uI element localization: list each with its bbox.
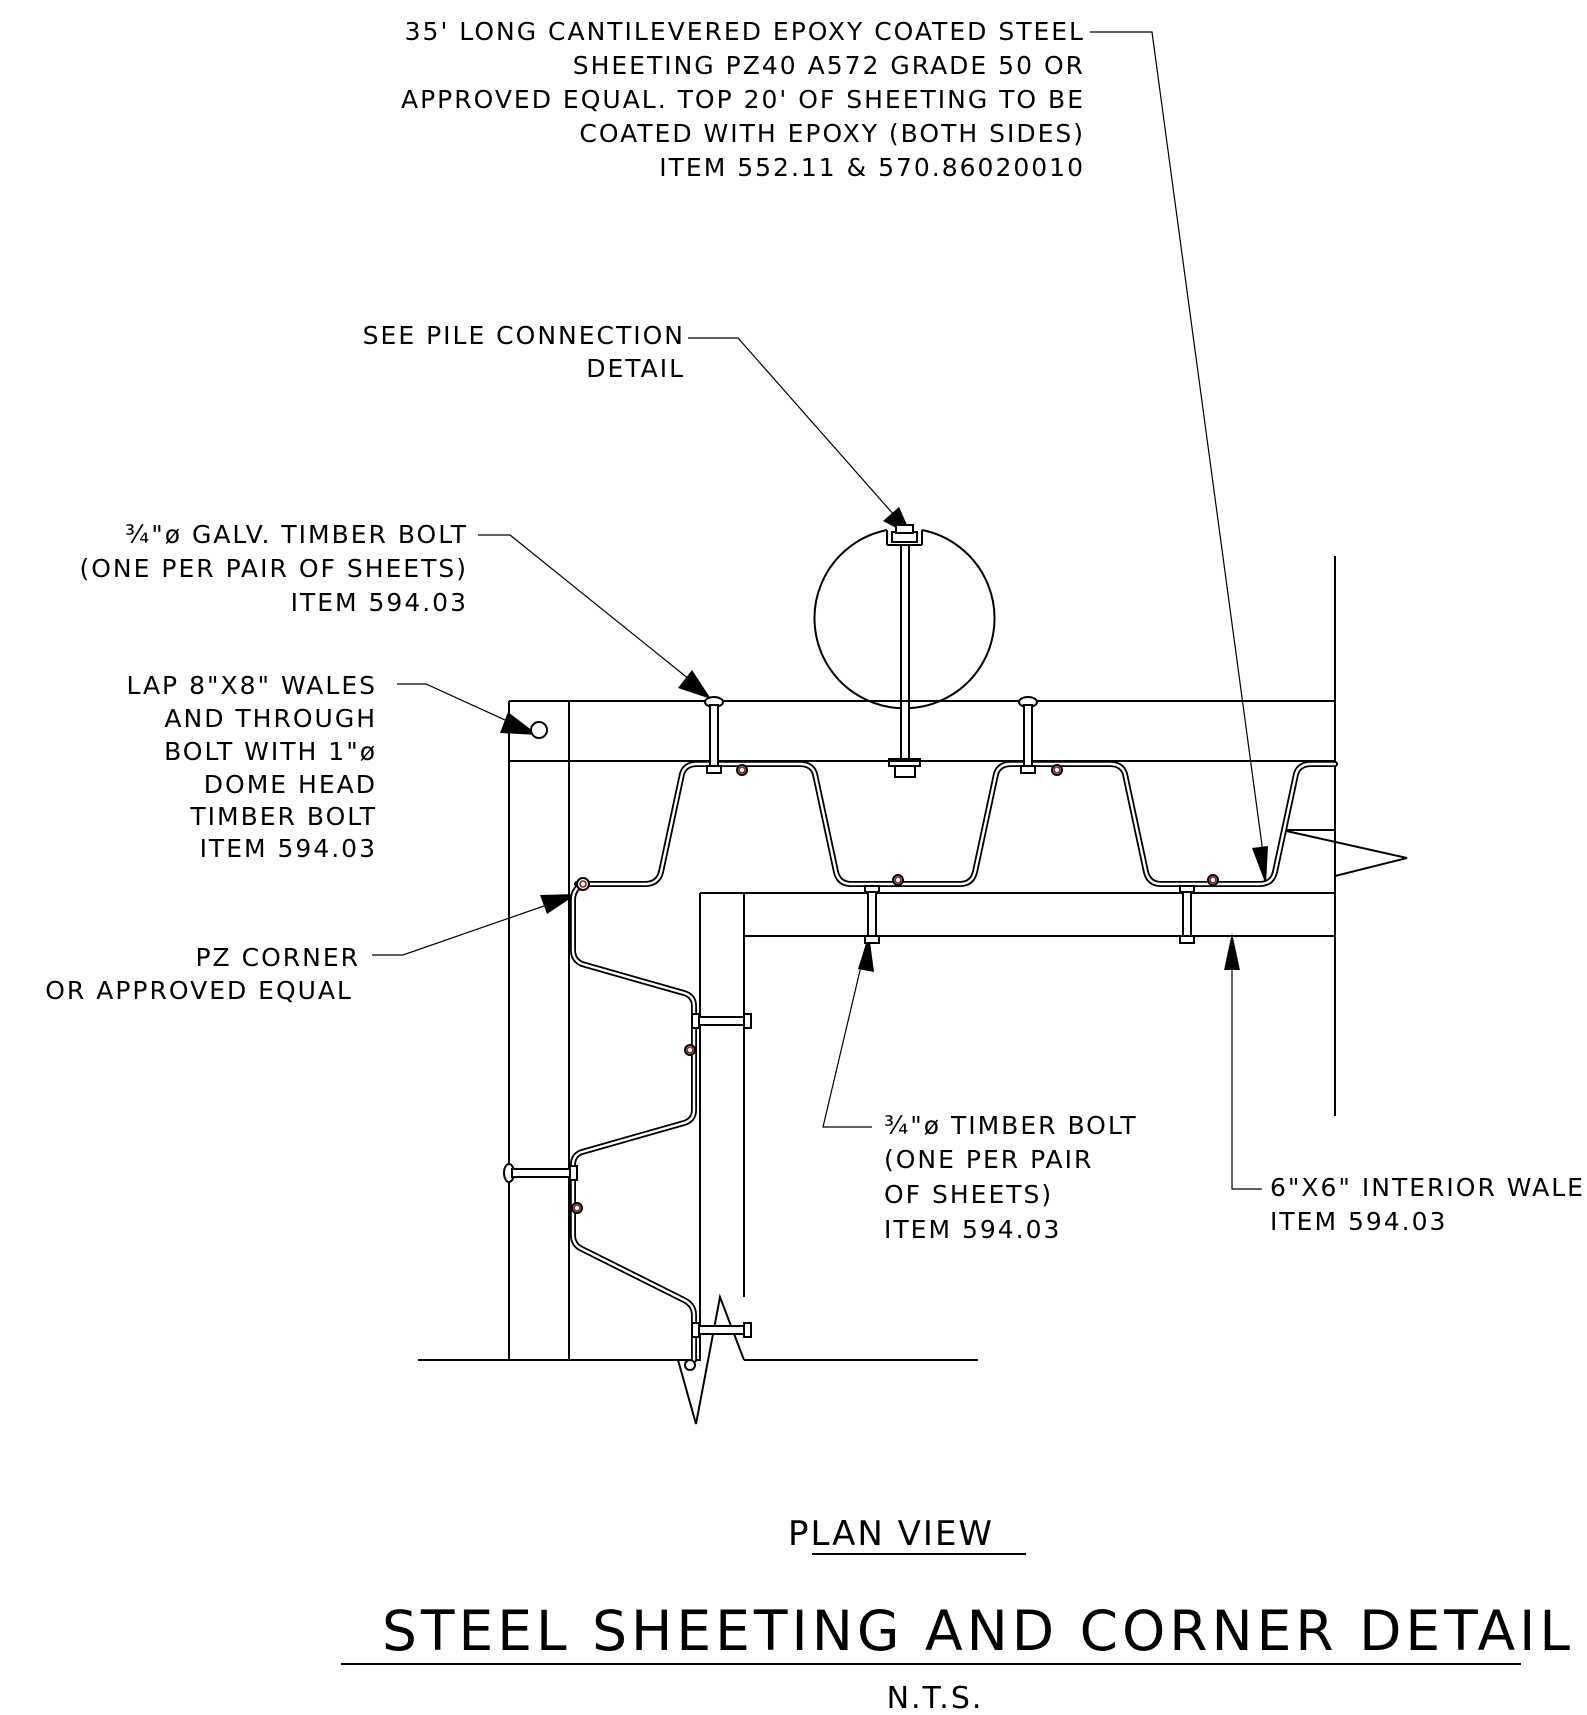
- leader-timber-bolt: [822, 944, 872, 1128]
- interlock: [684, 1359, 696, 1371]
- break-line-inner-wale: [676, 1293, 745, 1425]
- steel-sheeting-vertical: [570, 877, 697, 1371]
- note-interior-wale: 6"X6" INTERIOR WALE ITEM 594.03: [1270, 1173, 1585, 1236]
- interlock-inner: [686, 1046, 694, 1054]
- galv-timber-bolt: [1018, 696, 1038, 774]
- leader-galv-bolt: [478, 534, 701, 689]
- note-pz-corner: PZ CORNER OR APPROVED EQUAL: [45, 943, 360, 1005]
- note-galv-line-3: ITEM 594.03: [291, 588, 468, 617]
- pz-corner-interlock: [576, 877, 590, 891]
- timber-bolts: [503, 696, 1195, 1338]
- note-galv-timber-bolt: ¾"ø GALV. TIMBER BOLT (ONE PER PAIR OF S…: [80, 520, 469, 617]
- interlock-inner: [1053, 766, 1061, 774]
- note-lap-line-1: LAP 8"X8" WALES: [126, 671, 377, 700]
- note-pz-line-1: PZ CORNER: [195, 943, 360, 972]
- galv-timber-bolt: [503, 1163, 578, 1183]
- leader-sheeting: [1090, 31, 1267, 876]
- note-wale-line-1: 6"X6" INTERIOR WALE: [1270, 1173, 1585, 1202]
- view-title: PLAN VIEW: [788, 1514, 994, 1554]
- note-sheeting-line-3: APPROVED EQUAL. TOP 20' OF SHEETING TO B…: [401, 85, 1085, 114]
- note-timber-line-1: ¾"ø TIMBER BOLT: [884, 1111, 1138, 1140]
- interlock-inner: [573, 1204, 581, 1212]
- pile-bolt-shank: [900, 544, 910, 760]
- note-timber-line-2: (ONE PER PAIR: [884, 1145, 1093, 1174]
- arrowhead-sheeting: [1252, 846, 1268, 885]
- note-lap-line-4: DOME HEAD: [204, 770, 377, 799]
- leader-pz-corner: [372, 897, 568, 956]
- timber-bolt: [1179, 885, 1195, 944]
- timber-bolt: [864, 885, 880, 944]
- leader-lap: [397, 683, 528, 731]
- note-pile-line-2: DETAIL: [586, 354, 685, 383]
- pile-bolt-nut: [894, 765, 916, 778]
- timber-bolt: [691, 1013, 752, 1029]
- galv-timber-bolt: [704, 696, 724, 774]
- sheeting-vertical-inner: [571, 882, 696, 1362]
- leaders: [372, 31, 1268, 1190]
- corner-dome-bolt: [530, 721, 548, 739]
- scale-note: N.T.S.: [887, 1681, 984, 1715]
- arrowhead-pz-corner: [540, 894, 577, 914]
- steel-sheeting-horizontal: [574, 761, 1338, 887]
- note-pile-line-1: SEE PILE CONNECTION: [363, 321, 685, 350]
- note-sheeting-line-1: 35' LONG CANTILEVERED EPOXY COATED STEEL: [405, 17, 1085, 46]
- note-lap-line-6: ITEM 594.03: [200, 834, 377, 863]
- note-lap-line-5: TIMBER BOLT: [189, 802, 377, 831]
- note-sheeting: 35' LONG CANTILEVERED EPOXY COATED STEEL…: [401, 17, 1085, 182]
- note-sheeting-line-4: COATED WITH EPOXY (BOTH SIDES): [579, 119, 1085, 148]
- pz-corner-interlock-inner: [579, 880, 587, 888]
- note-timber-line-3: OF SHEETS): [884, 1180, 1053, 1209]
- leader-pile: [688, 337, 903, 525]
- note-timber-bolt: ¾"ø TIMBER BOLT (ONE PER PAIR OF SHEETS)…: [884, 1111, 1138, 1244]
- arrowhead-interior-wale: [1224, 933, 1240, 970]
- note-lap-line-2: AND THROUGH: [164, 704, 377, 733]
- main-title: STEEL SHEETING AND CORNER DETAIL: [382, 1599, 1574, 1663]
- title-block: PLAN VIEW STEEL SHEETING AND CORNER DETA…: [341, 1514, 1574, 1715]
- note-sheeting-line-5: ITEM 552.11 & 570.86020010: [659, 153, 1085, 182]
- note-wale-line-2: ITEM 594.03: [1270, 1207, 1447, 1236]
- sheeting-horizontal-path: [574, 761, 1338, 887]
- sheeting-horizontal-inner: [575, 762, 1337, 886]
- wales: [418, 556, 1408, 1425]
- break-line-right: [1281, 829, 1408, 877]
- pile-bolt-head: [895, 524, 914, 534]
- note-lap-wales: LAP 8"X8" WALES AND THROUGH BOLT WITH 1"…: [126, 671, 377, 863]
- interlock-inner: [738, 766, 746, 774]
- note-timber-line-4: ITEM 594.03: [884, 1215, 1061, 1244]
- note-pile-connection: SEE PILE CONNECTION DETAIL: [363, 321, 685, 383]
- arrowhead-galv-bolt: [678, 670, 711, 699]
- interlock-inner: [1209, 876, 1217, 884]
- sheeting-vertical-path: [570, 881, 697, 1363]
- timber-bolt: [691, 1322, 752, 1338]
- note-lap-line-3: BOLT WITH 1"ø: [164, 737, 377, 766]
- note-sheeting-line-2: SHEETING PZ40 A572 GRADE 50 OR: [573, 51, 1085, 80]
- note-pz-line-2: OR APPROVED EQUAL: [45, 976, 353, 1005]
- pile: [813, 524, 996, 778]
- note-galv-line-2: (ONE PER PAIR OF SHEETS): [80, 554, 469, 583]
- note-galv-line-1: ¾"ø GALV. TIMBER BOLT: [125, 520, 468, 549]
- leader-interior-wale: [1231, 943, 1262, 1190]
- interlock-inner: [894, 876, 902, 884]
